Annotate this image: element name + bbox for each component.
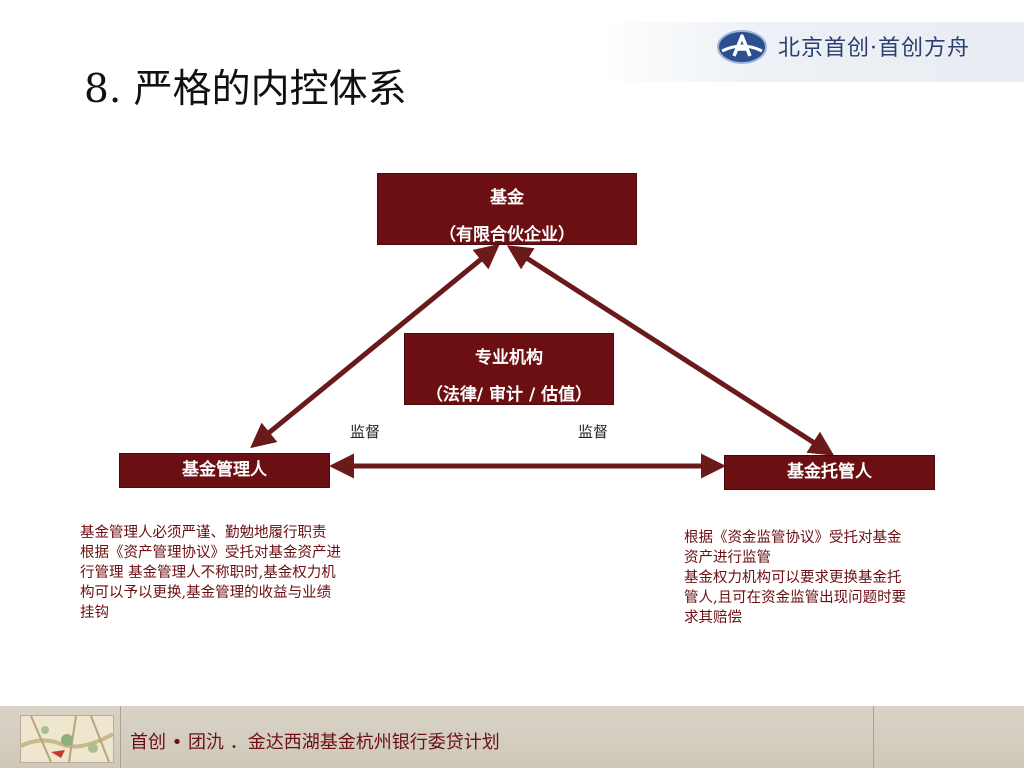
map-thumbnail-icon [20, 715, 114, 763]
agency-type-label: （法律/ 审计 / 估值） [425, 385, 593, 405]
page-title: 8. 严格的内控体系 [84, 67, 407, 112]
agency-box: 专业机构 （法律/ 审计 / 估值） [404, 333, 614, 405]
custodian-note-line: 求其赔偿 [684, 610, 742, 626]
manager-note-line: 基金管理人必须严谨、勤勉地履行职责 [80, 525, 327, 541]
footer-divider [873, 706, 874, 768]
manager-notes: 基金管理人必须严谨、勤勉地履行职责 根据《资产管理协议》受托对基金资产进 行管理… [80, 523, 341, 623]
arrow-fund-manager [250, 243, 500, 449]
custodian-note-line: 基金权力机构可以要求更换基金托 [684, 570, 902, 586]
fund-type-label: （有限合伙企业） [439, 225, 575, 245]
manager-note-line: 根据《资产管理协议》受托对基金资产进 [80, 545, 341, 561]
arrow-fund-custodian [506, 245, 835, 456]
fund-label: 基金 [490, 188, 524, 208]
header-band [600, 22, 1024, 82]
footer-title: 首创 • 团氿 ．金达西湖基金杭州银行委贷计划 [130, 732, 500, 753]
brand-name: 北京首创·首创方舟 [778, 36, 970, 61]
agency-label: 专业机构 [475, 348, 543, 368]
custodian-note-line: 资产进行监管 [684, 550, 771, 566]
manager-note-line: 挂钩 [80, 605, 109, 621]
fund-box: 基金 （有限合伙企业） [377, 173, 637, 245]
supervise-label-right: 监督 [578, 423, 609, 441]
footer-divider [120, 706, 121, 768]
manager-box: 基金管理人 [119, 453, 330, 488]
manager-note-line: 行管理 基金管理人不称职时,基金权力机 [80, 565, 336, 581]
footer-bar: 首创 • 团氿 ．金达西湖基金杭州银行委贷计划 [0, 706, 1024, 768]
custodian-note-line: 根据《资金监管协议》受托对基金 [684, 530, 902, 546]
supervise-label-left: 监督 [350, 423, 381, 441]
custodian-notes: 根据《资金监管协议》受托对基金 资产进行监管 基金权力机构可以要求更换基金托 管… [684, 528, 906, 628]
manager-note-line: 构可以予以更换,基金管理的收益与业绩 [80, 585, 332, 601]
company-logo-icon [716, 29, 768, 65]
custodian-box: 基金托管人 [724, 455, 935, 490]
custodian-note-line: 管人,且可在资金监管出现问题时要 [684, 590, 907, 606]
